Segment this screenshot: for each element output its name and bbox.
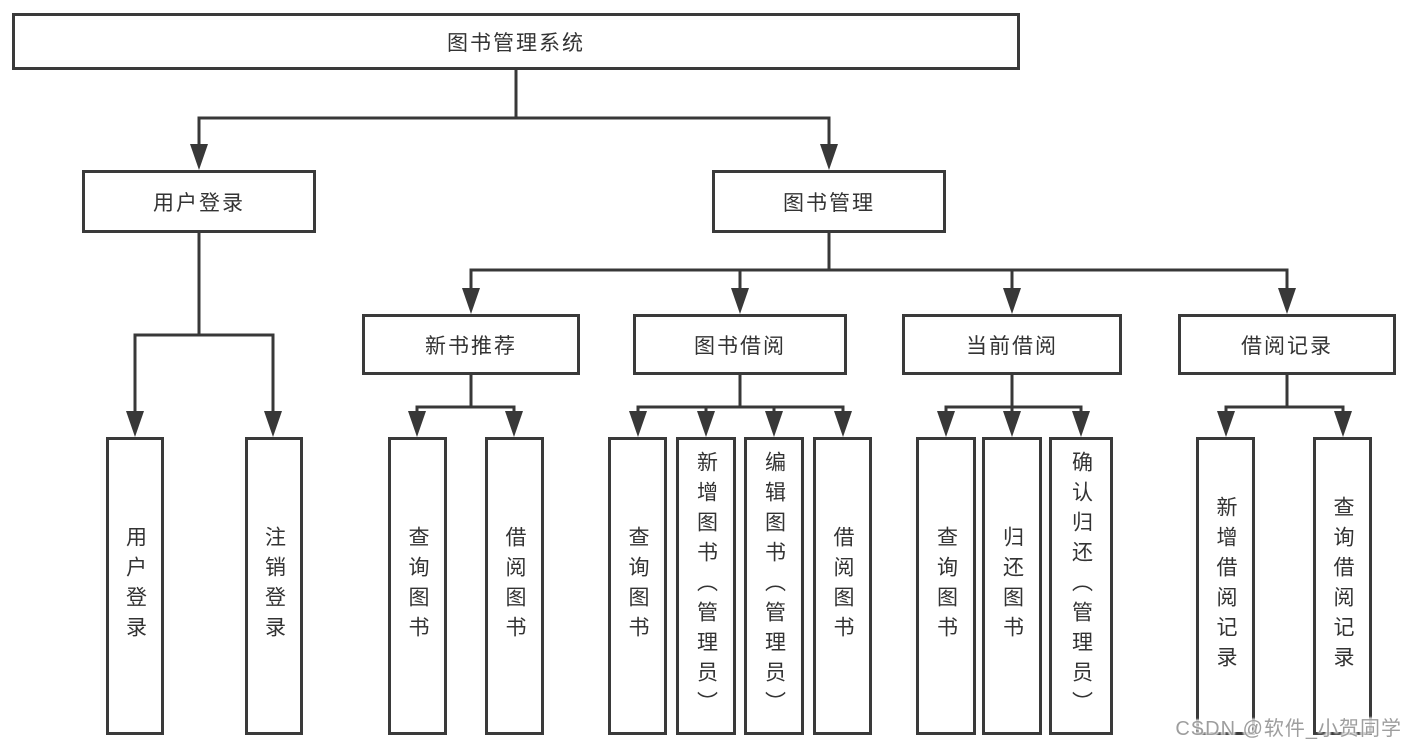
node-library-management-system: 图书管理系统: [12, 13, 1020, 70]
node-label: 借阅记录: [1241, 334, 1333, 358]
node-current-borrow: 当前借阅: [902, 314, 1122, 375]
node-book-borrow: 图书借阅: [633, 314, 847, 375]
node-label: 查询图书: [406, 526, 429, 646]
node-label: 查询图书: [934, 526, 958, 646]
leaf-borrow-books-recommend: 借阅图书: [485, 437, 544, 735]
csdn-watermark: CSDN @软件_小贺同学: [1175, 718, 1402, 740]
node-label: 注销登录: [262, 526, 286, 646]
leaf-edit-book-admin: 编辑图书（管理员）: [744, 437, 804, 735]
leaf-borrow-books-borrow: 借阅图书: [813, 437, 872, 735]
node-label: 编辑图书（管理员）: [762, 451, 786, 721]
node-label: 新增图书（管理员）: [694, 451, 718, 721]
node-label: 归还图书: [1000, 526, 1024, 646]
node-book-management-branch: 图书管理: [712, 170, 946, 233]
leaf-add-book-admin: 新增图书（管理员）: [676, 437, 736, 735]
leaf-confirm-return-admin: 确认归还（管理员）: [1049, 437, 1113, 735]
node-label: 新增借阅记录: [1214, 496, 1237, 676]
leaf-logout: 注销登录: [245, 437, 303, 735]
leaf-add-borrow-record: 新增借阅记录: [1196, 437, 1255, 735]
node-label: 用户登录: [153, 191, 245, 215]
leaf-user-login: 用户登录: [106, 437, 164, 735]
node-label: 图书管理系统: [447, 31, 585, 55]
node-new-book-recommend: 新书推荐: [362, 314, 580, 375]
leaf-return-book: 归还图书: [982, 437, 1042, 735]
leaf-query-books-current: 查询图书: [916, 437, 976, 735]
node-borrow-records: 借阅记录: [1178, 314, 1396, 375]
node-label: 图书管理: [783, 191, 875, 215]
node-label: 新书推荐: [425, 334, 517, 358]
node-label: 用户登录: [123, 526, 147, 646]
node-label: 当前借阅: [966, 334, 1058, 358]
node-label: 确认归还（管理员）: [1069, 451, 1093, 721]
node-label: 借阅图书: [503, 526, 526, 646]
node-user-login-branch: 用户登录: [82, 170, 316, 233]
leaf-query-books-borrow: 查询图书: [608, 437, 667, 735]
node-label: 查询借阅记录: [1331, 496, 1354, 676]
leaf-query-books-recommend: 查询图书: [388, 437, 447, 735]
leaf-query-borrow-record: 查询借阅记录: [1313, 437, 1372, 735]
node-label: 借阅图书: [831, 526, 854, 646]
node-label: 查询图书: [626, 526, 649, 646]
node-label: 图书借阅: [694, 334, 786, 358]
